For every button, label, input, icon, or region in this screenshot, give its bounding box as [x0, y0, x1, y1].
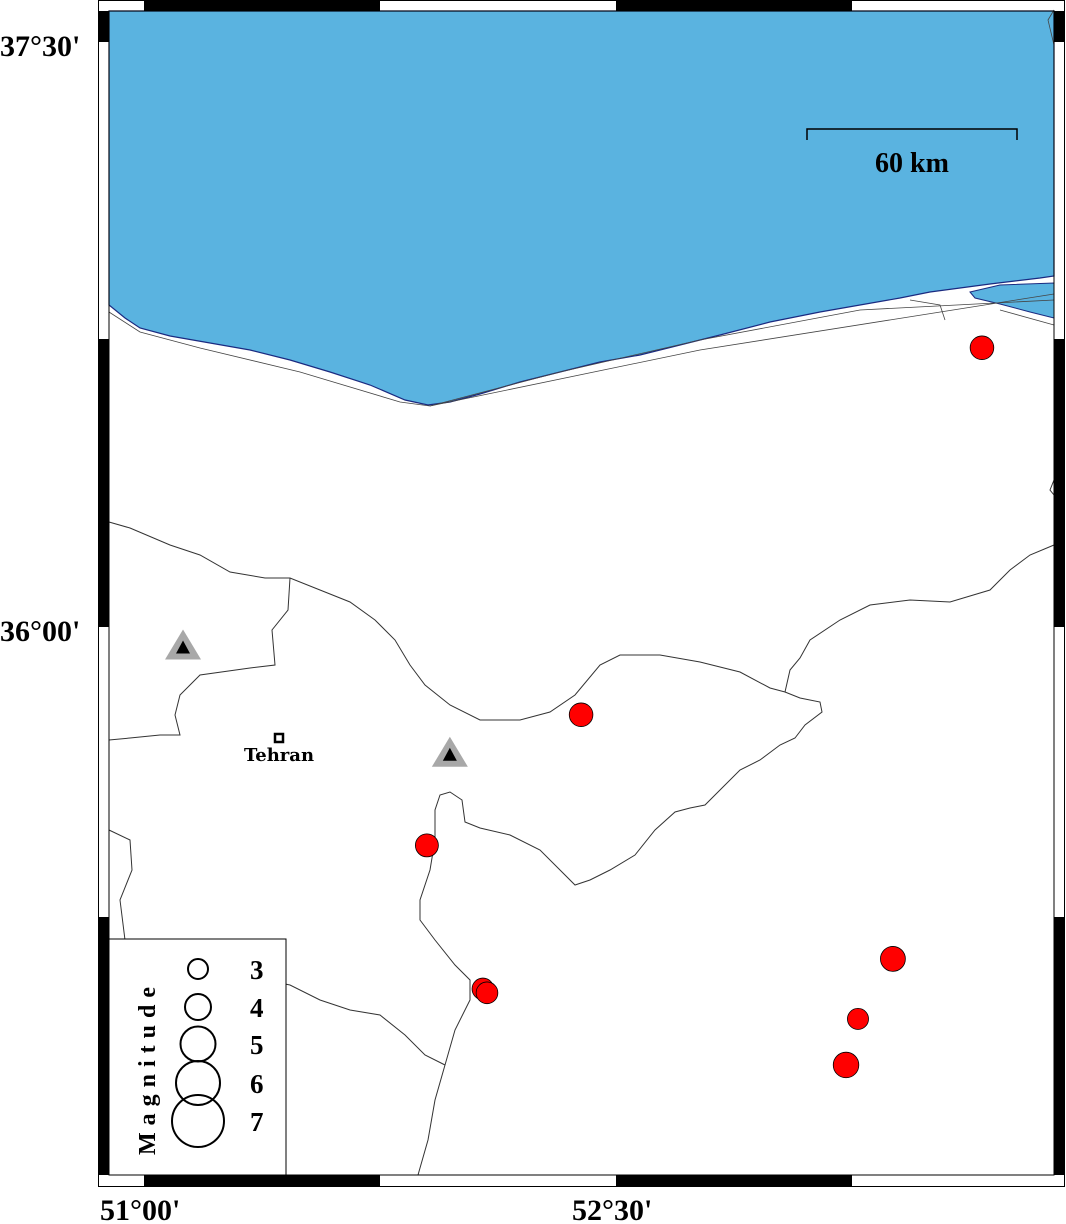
earthquake-marker	[847, 1008, 869, 1030]
volcano-layer	[165, 629, 468, 767]
city-tehran: Tehran	[244, 732, 314, 766]
earthquake-marker	[832, 1051, 860, 1079]
volcano-inner-icon	[176, 640, 191, 654]
legend-circle	[187, 958, 209, 980]
map-frame	[98, 0, 1065, 1187]
lat-label-37-30: 37°30'	[0, 30, 80, 63]
legend-label: 3	[250, 955, 264, 985]
volcano-inner-icon	[442, 747, 457, 761]
earthquake-marker	[969, 335, 995, 360]
legend-circle	[171, 1094, 225, 1148]
lat-label-36-00: 36°00'	[0, 615, 80, 648]
lon-label-51-00: 51°00'	[100, 1194, 180, 1224]
city-label: Tehran	[244, 745, 314, 766]
legend-label: 7	[250, 1107, 264, 1137]
legend-label: 4	[250, 993, 264, 1023]
earthquake-marker	[568, 702, 594, 727]
legend-label: 5	[250, 1030, 264, 1060]
magnitude-legend: Magnitude 3 4 5 6 7	[108, 938, 287, 1176]
legend-circle	[184, 993, 212, 1021]
earthquake-marker	[880, 946, 906, 972]
legend-title: Magnitude	[135, 980, 161, 1155]
legend-label: 6	[250, 1069, 264, 1099]
earthquake-marker	[414, 833, 439, 858]
scale-bar-label: 60 km	[875, 148, 949, 179]
lon-label-52-30: 52°30'	[572, 1194, 652, 1224]
earthquake-layer	[414, 335, 995, 1079]
city-square-icon	[273, 732, 285, 744]
coastline-detail	[108, 9, 1055, 407]
legend-circle	[175, 1060, 221, 1106]
scale-bar: 60 km	[806, 128, 1018, 179]
earthquake-marker	[475, 981, 499, 1005]
